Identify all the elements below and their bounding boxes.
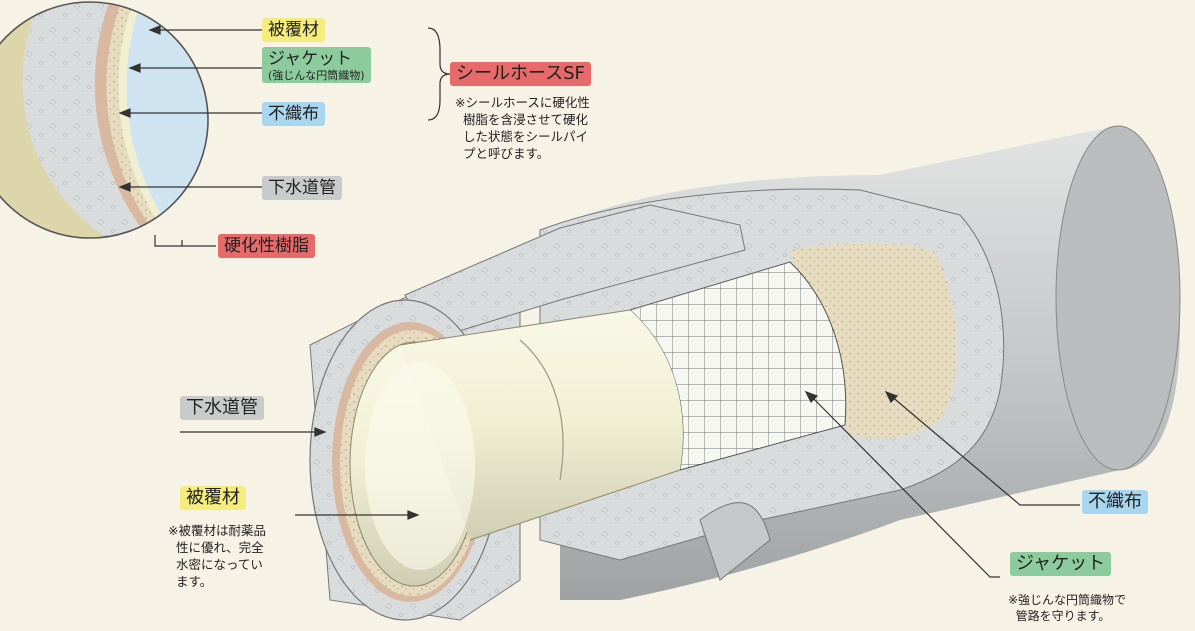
sewer-pipe-label-main: 下水道管 <box>180 396 264 420</box>
circle-leader-lines <box>118 25 451 247</box>
jacket-label-top-text: ジャケット <box>268 49 353 69</box>
coating-label-main: 被覆材 <box>180 486 246 510</box>
resin-label: 硬化性樹脂 <box>218 234 315 258</box>
product-note: ※シールホースに硬化性 樹脂を含浸させて硬化 した状態をシールパイ プと呼びます… <box>455 95 590 161</box>
sewer-pipe-label-top: 下水道管 <box>262 176 342 200</box>
jacket-label-top: ジャケット (強じんな円筒織物) <box>262 47 371 83</box>
coating-label-top: 被覆材 <box>262 18 325 42</box>
main-leader-lines <box>180 390 1080 578</box>
jacket-label-top-sub: (強じんな円筒織物) <box>268 69 365 82</box>
jacket-label-main: ジャケット <box>1010 552 1112 576</box>
cross-section-detail <box>0 1 209 239</box>
nonwoven-label-top: 不織布 <box>262 102 325 126</box>
product-name-label: シールホースSF <box>450 62 591 86</box>
nonwoven-label-main: 不織布 <box>1082 490 1148 514</box>
pipe-illustration <box>309 125 1181 621</box>
jacket-note: ※強じんな円筒織物で 管路を守ります。 <box>1008 593 1127 623</box>
coating-note: ※被覆材は耐薬品 性に優れ、完全 水密になってい ます。 <box>168 523 266 589</box>
